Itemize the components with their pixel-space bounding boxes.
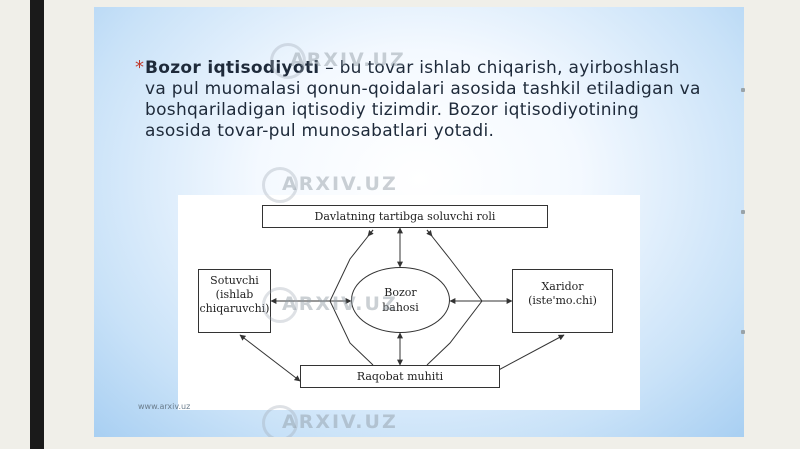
watermark-logo (270, 43, 306, 79)
bullet-asterisk: * (135, 57, 144, 78)
watermark-text-4: ARXIV.UZ (282, 411, 398, 433)
ellipse-market-price: Bozor bahosi (351, 267, 450, 333)
slide: * Bozor iqtisodiyoti – bu tovar ishlab c… (94, 7, 744, 437)
right-edge-marks (741, 0, 747, 449)
box-buyer: Xaridor (iste'mo.chi) (512, 269, 613, 333)
watermark-text-1: ARXIV.UZ (290, 49, 406, 71)
left-dark-bar (30, 0, 44, 449)
definition-text: – bu tovar ishlab chiqarish, ayirboshlas… (145, 58, 701, 141)
watermark-text-2: ARXIV.UZ (282, 173, 398, 195)
box-government-role: Davlatning tartibga soluvchi roli (262, 205, 548, 228)
definition-paragraph: Bozor iqtisodiyoti – bu tovar ishlab chi… (145, 58, 705, 142)
box-seller: Sotuvchi (ishlab chiqaruvchi) (198, 269, 271, 333)
box-competition: Raqobat muhiti (300, 365, 500, 388)
watermark-logo (262, 167, 298, 203)
watermark-logo (262, 405, 298, 437)
market-diagram: Davlatning tartibga soluvchi roli Sotuvc… (178, 195, 640, 410)
watermark-logo (262, 287, 298, 323)
watermark-text-3: ARXIV.UZ (282, 293, 398, 315)
footer-url: www.arxiv.uz (138, 402, 191, 411)
